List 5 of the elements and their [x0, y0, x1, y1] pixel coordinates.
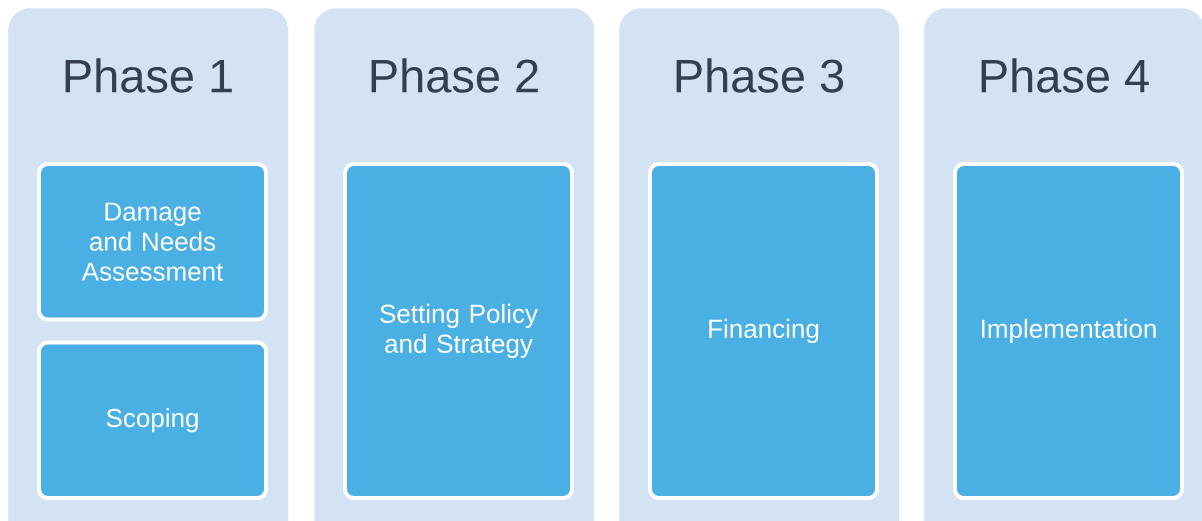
step-box: Setting Policy and Strategy [343, 162, 574, 500]
step-box: Damage and Needs Assessment [37, 162, 268, 322]
step-box: Implementation [953, 162, 1184, 500]
step-box: Financing [648, 162, 879, 500]
step-box: Scoping [37, 340, 268, 500]
